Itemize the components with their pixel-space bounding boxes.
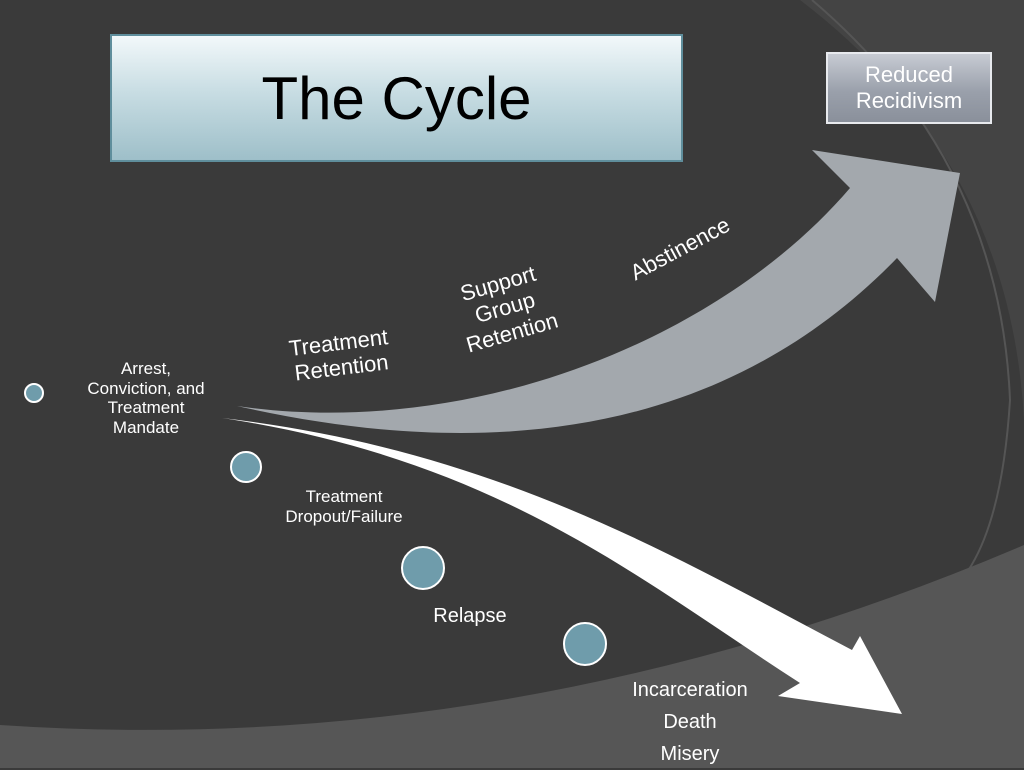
dropout-node: [230, 451, 262, 483]
start-label-line-2: Conviction, and: [87, 378, 205, 398]
outcome-bad-line-3: Misery: [660, 743, 720, 765]
start-label-line-3: Treatment: [107, 398, 185, 418]
start-node: [24, 383, 44, 403]
dropout-label: Treatment Dropout/Failure: [264, 487, 424, 526]
outcome-line-1: Reduced: [864, 61, 954, 87]
relapse-label: Relapse: [410, 605, 530, 628]
dropout-label-line-2: Dropout/Failure: [285, 506, 403, 526]
slide-title: The Cycle: [261, 64, 532, 132]
dropout-label-line-1: Treatment: [305, 487, 383, 506]
start-label-line-4: Mandate: [112, 417, 180, 437]
outcome-line-2: Recidivism: [855, 88, 963, 113]
title-box: The Cycle: [110, 34, 683, 162]
background-lower-band: [0, 545, 1024, 768]
incarceration-node: [563, 622, 607, 666]
start-label: Arrest, Conviction, and Treatment Mandat…: [66, 359, 226, 437]
start-label-line-1: Arrest,: [120, 359, 172, 378]
outcome-box: Reduced Recidivism: [826, 52, 992, 124]
upper-arrow: [237, 150, 960, 433]
relapse-node: [401, 546, 445, 590]
outcome-bad-line-1: Incarceration: [632, 679, 748, 701]
outcome-bad-label: Incarceration Death Misery: [610, 674, 770, 770]
lower-arrow: [222, 418, 902, 714]
relapse-label-line-1: Relapse: [433, 605, 507, 627]
outcome-bad-line-2: Death: [663, 711, 717, 733]
outcome-label: Reduced Recidivism: [856, 62, 962, 115]
